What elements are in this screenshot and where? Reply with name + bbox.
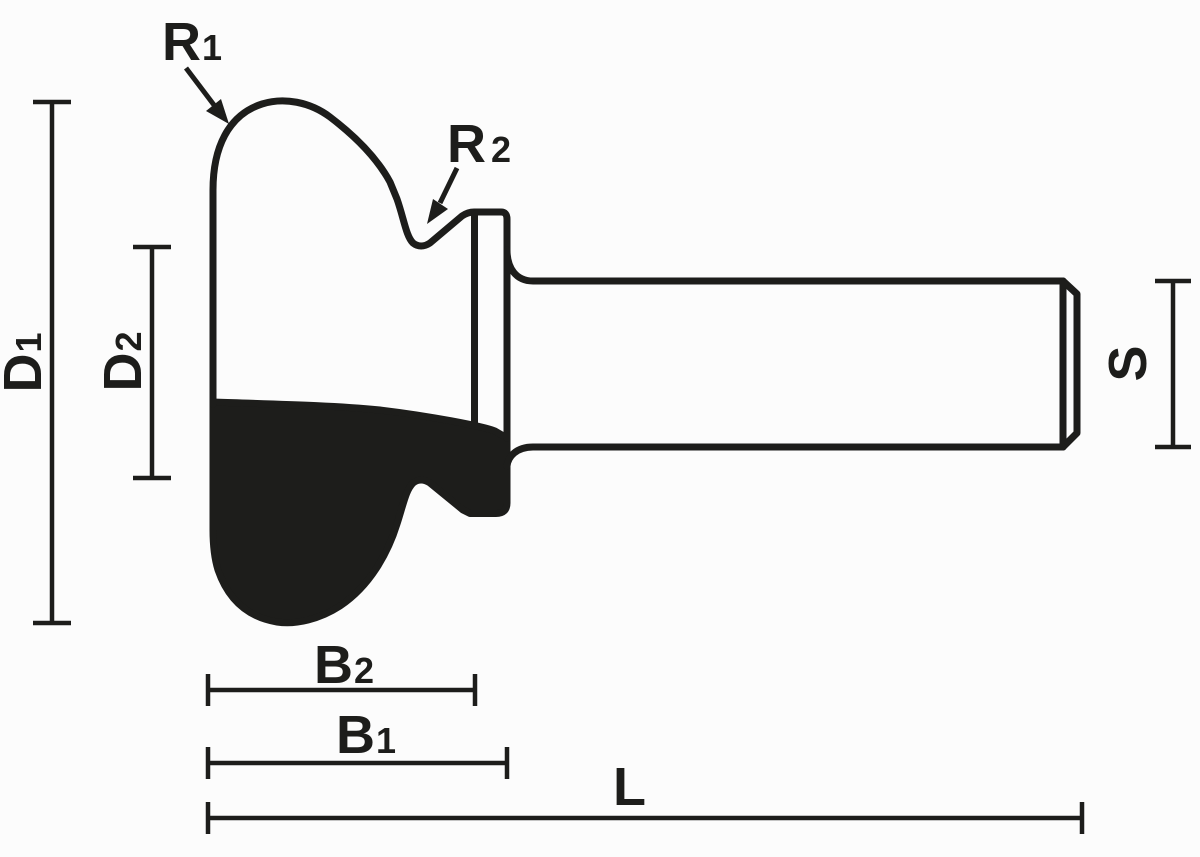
s-dim-line bbox=[1155, 278, 1191, 450]
dimension-b2: B2 bbox=[205, 635, 478, 706]
shank-end-chamfer bbox=[1059, 277, 1081, 451]
bit-top-outline bbox=[209, 97, 1067, 408]
l-dim-line bbox=[205, 802, 1085, 834]
r1-arrow-line bbox=[184, 66, 216, 107]
d2-dim-line bbox=[133, 244, 171, 481]
shank-bottom-edge bbox=[503, 443, 1067, 470]
b2-dim-line bbox=[205, 674, 478, 706]
r2-arrow-line bbox=[437, 166, 460, 205]
label-d1: D1 bbox=[0, 333, 53, 393]
callout-r1: R1 bbox=[162, 12, 229, 124]
dimension-b1: B1 bbox=[205, 705, 510, 779]
label-b1: B1 bbox=[336, 705, 396, 765]
bit-bottom-silhouette bbox=[209, 398, 511, 627]
label-s: S bbox=[1098, 346, 1158, 381]
b1-dim-line bbox=[205, 747, 510, 779]
r1-arrow-head-icon bbox=[206, 99, 229, 124]
dimension-d2: D2 bbox=[93, 244, 171, 481]
label-l: L bbox=[613, 757, 645, 817]
dimension-s: S bbox=[1098, 278, 1191, 450]
dimension-d1: D1 bbox=[0, 99, 71, 626]
d1-dim-line bbox=[33, 99, 71, 626]
label-b2: B2 bbox=[314, 635, 373, 695]
dimension-l: L bbox=[205, 757, 1085, 834]
label-r1: R1 bbox=[162, 12, 222, 72]
label-d2: D2 bbox=[93, 332, 153, 391]
r2-arrow-head-icon bbox=[427, 199, 448, 224]
